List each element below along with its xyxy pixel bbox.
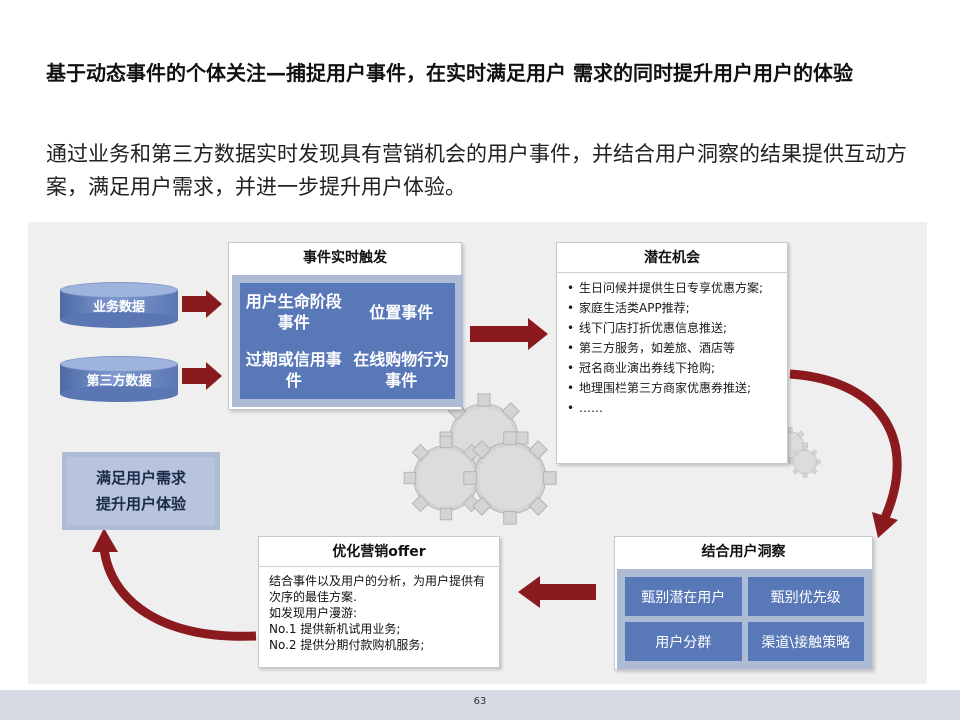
opportunity-header: 潜在机会 [557, 243, 787, 273]
list-item: 家庭生活类APP推荐; [569, 299, 777, 318]
insight-cell: 渠道\接触策略 [748, 622, 865, 661]
offer-line: No.2 提供分期付款购机服务; [269, 637, 489, 653]
curved-arrow-icon [104, 548, 256, 636]
user-insight-box: 结合用户洞察 甄别潜在用户 甄别优先级 用户分群 渠道\接触策略 [614, 536, 873, 670]
satisfy-line: 提升用户体验 [96, 491, 186, 517]
arrow-right-icon [182, 362, 222, 390]
list-item: 线下门店打折优惠信息推送; [569, 319, 777, 338]
third-party-data-label: 第三方数据 [60, 370, 178, 389]
offer-line: No.1 提供新机试用业务; [269, 621, 489, 637]
offer-header: 优化营销offer [259, 537, 499, 567]
offer-line: 结合事件以及用户的分析，为用户提供有次序的最佳方案. [269, 573, 489, 605]
satisfy-box: 满足用户需求 提升用户体验 [62, 452, 220, 530]
trigger-cell: 用户生命阶段事件 [240, 283, 348, 341]
gear-icon [790, 447, 821, 478]
satisfy-line: 满足用户需求 [96, 465, 186, 491]
arrow-left-icon [518, 576, 596, 608]
gear-icon [464, 432, 556, 524]
opportunity-list: 生日问候并提供生日专享优惠方案; 家庭生活类APP推荐; 线下门店打折优惠信息推… [557, 279, 787, 418]
list-item: 生日问候并提供生日专享优惠方案; [569, 279, 777, 298]
arrow-right-icon [470, 318, 548, 350]
business-data-label: 业务数据 [60, 296, 178, 315]
insight-cell: 用户分群 [625, 622, 742, 661]
user-insight-header: 结合用户洞察 [615, 537, 872, 567]
trigger-cell: 位置事件 [348, 283, 456, 341]
event-trigger-box: 事件实时触发 用户生命阶段事件 位置事件 过期或信用事件 在线购物行为事件 [228, 242, 462, 410]
event-trigger-header: 事件实时触发 [229, 243, 461, 273]
list-item: 第三方服务，如差旅、酒店等 [569, 339, 777, 358]
opportunity-box: 潜在机会 生日问候并提供生日专享优惠方案; 家庭生活类APP推荐; 线下门店打折… [556, 242, 788, 464]
insight-cell: 甄别潜在用户 [625, 577, 742, 616]
offer-box: 优化营销offer 结合事件以及用户的分析，为用户提供有次序的最佳方案. 如发现… [258, 536, 500, 668]
list-item: 地理围栏第三方商家优惠券推送; [569, 379, 777, 398]
arrow-right-icon [182, 290, 222, 318]
third-party-data-cylinder: 第三方数据 [60, 356, 178, 398]
list-item: 冠名商业演出券线下抢购; [569, 359, 777, 378]
offer-line: 如发现用户漫游: [269, 605, 489, 621]
list-item: …… [569, 399, 777, 418]
trigger-cell: 过期或信用事件 [240, 341, 348, 399]
trigger-cell: 在线购物行为事件 [348, 341, 456, 399]
business-data-cylinder: 业务数据 [60, 282, 178, 324]
insight-cell: 甄别优先级 [748, 577, 865, 616]
page-number: 63 [0, 696, 960, 707]
